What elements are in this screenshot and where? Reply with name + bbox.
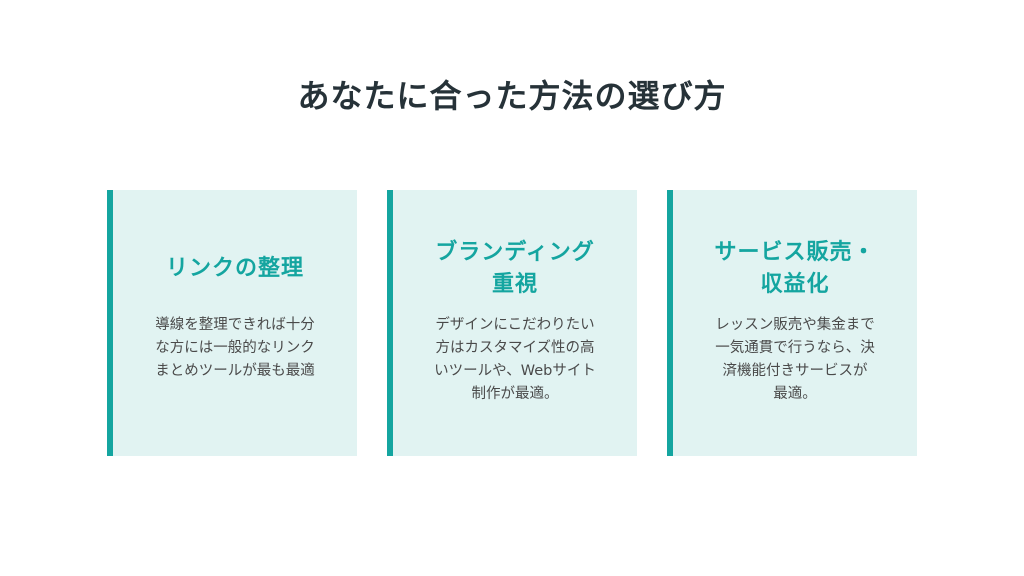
method-cards: リンクの整理 導線を整理できれば十分 な方には一般的なリンク まとめツールが最も…: [107, 190, 917, 456]
card-heading-line: サービス販売・: [714, 240, 876, 265]
card-description-line: 制作が最適。: [471, 386, 559, 402]
card-heading-text: ブランディング 重視: [420, 237, 610, 301]
card-service-sales: サービス販売・ 収益化 レッスン販売や集金まで 一気通貫で行うなら、決 済機能付…: [667, 190, 917, 456]
card-description: 導線を整理できれば十分 な方には一般的なリンク まとめツールが最も最適: [133, 314, 337, 383]
card-description-line: デザインにこだわりたい: [435, 317, 595, 333]
card-description-line: まとめツールが最も最適: [155, 363, 315, 379]
card-branding: ブランディング 重視 デザインにこだわりたい 方はカスタマイズ性の高 いツールや…: [387, 190, 637, 456]
card-heading-text: サービス販売・ 収益化: [700, 237, 890, 301]
page-title: あなたに合った方法の選び方: [297, 77, 727, 115]
card-heading-line: 収益化: [760, 272, 830, 297]
card-description-line: な方には一般的なリンク: [155, 340, 315, 356]
card-description-line: いツールや、Webサイト: [434, 363, 596, 379]
card-heading-line: ブランディング: [435, 240, 595, 265]
card-heading: ブランディング 重視: [393, 236, 637, 302]
card-heading: リンクの整理: [113, 236, 357, 302]
card-description: デザインにこだわりたい 方はカスタマイズ性の高 いツールや、Webサイト 制作が…: [413, 314, 617, 406]
card-description-line: レッスン販売や集金まで: [715, 317, 875, 333]
card-description-line: 済機能付きサービスが: [722, 363, 868, 379]
card-heading-line: 重視: [491, 272, 538, 297]
card-heading-line: リンクの整理: [165, 256, 304, 281]
card-description-line: 一気通貫で行うなら、決: [715, 340, 875, 356]
card-description: レッスン販売や集金まで 一気通貫で行うなら、決 済機能付きサービスが 最適。: [693, 314, 897, 406]
card-link-organization: リンクの整理 導線を整理できれば十分 な方には一般的なリンク まとめツールが最も…: [107, 190, 357, 456]
card-description-line: 方はカスタマイズ性の高: [435, 340, 595, 356]
card-heading: サービス販売・ 収益化: [673, 236, 917, 302]
card-description-line: 最適。: [773, 386, 817, 402]
card-description-line: 導線を整理できれば十分: [155, 317, 315, 333]
